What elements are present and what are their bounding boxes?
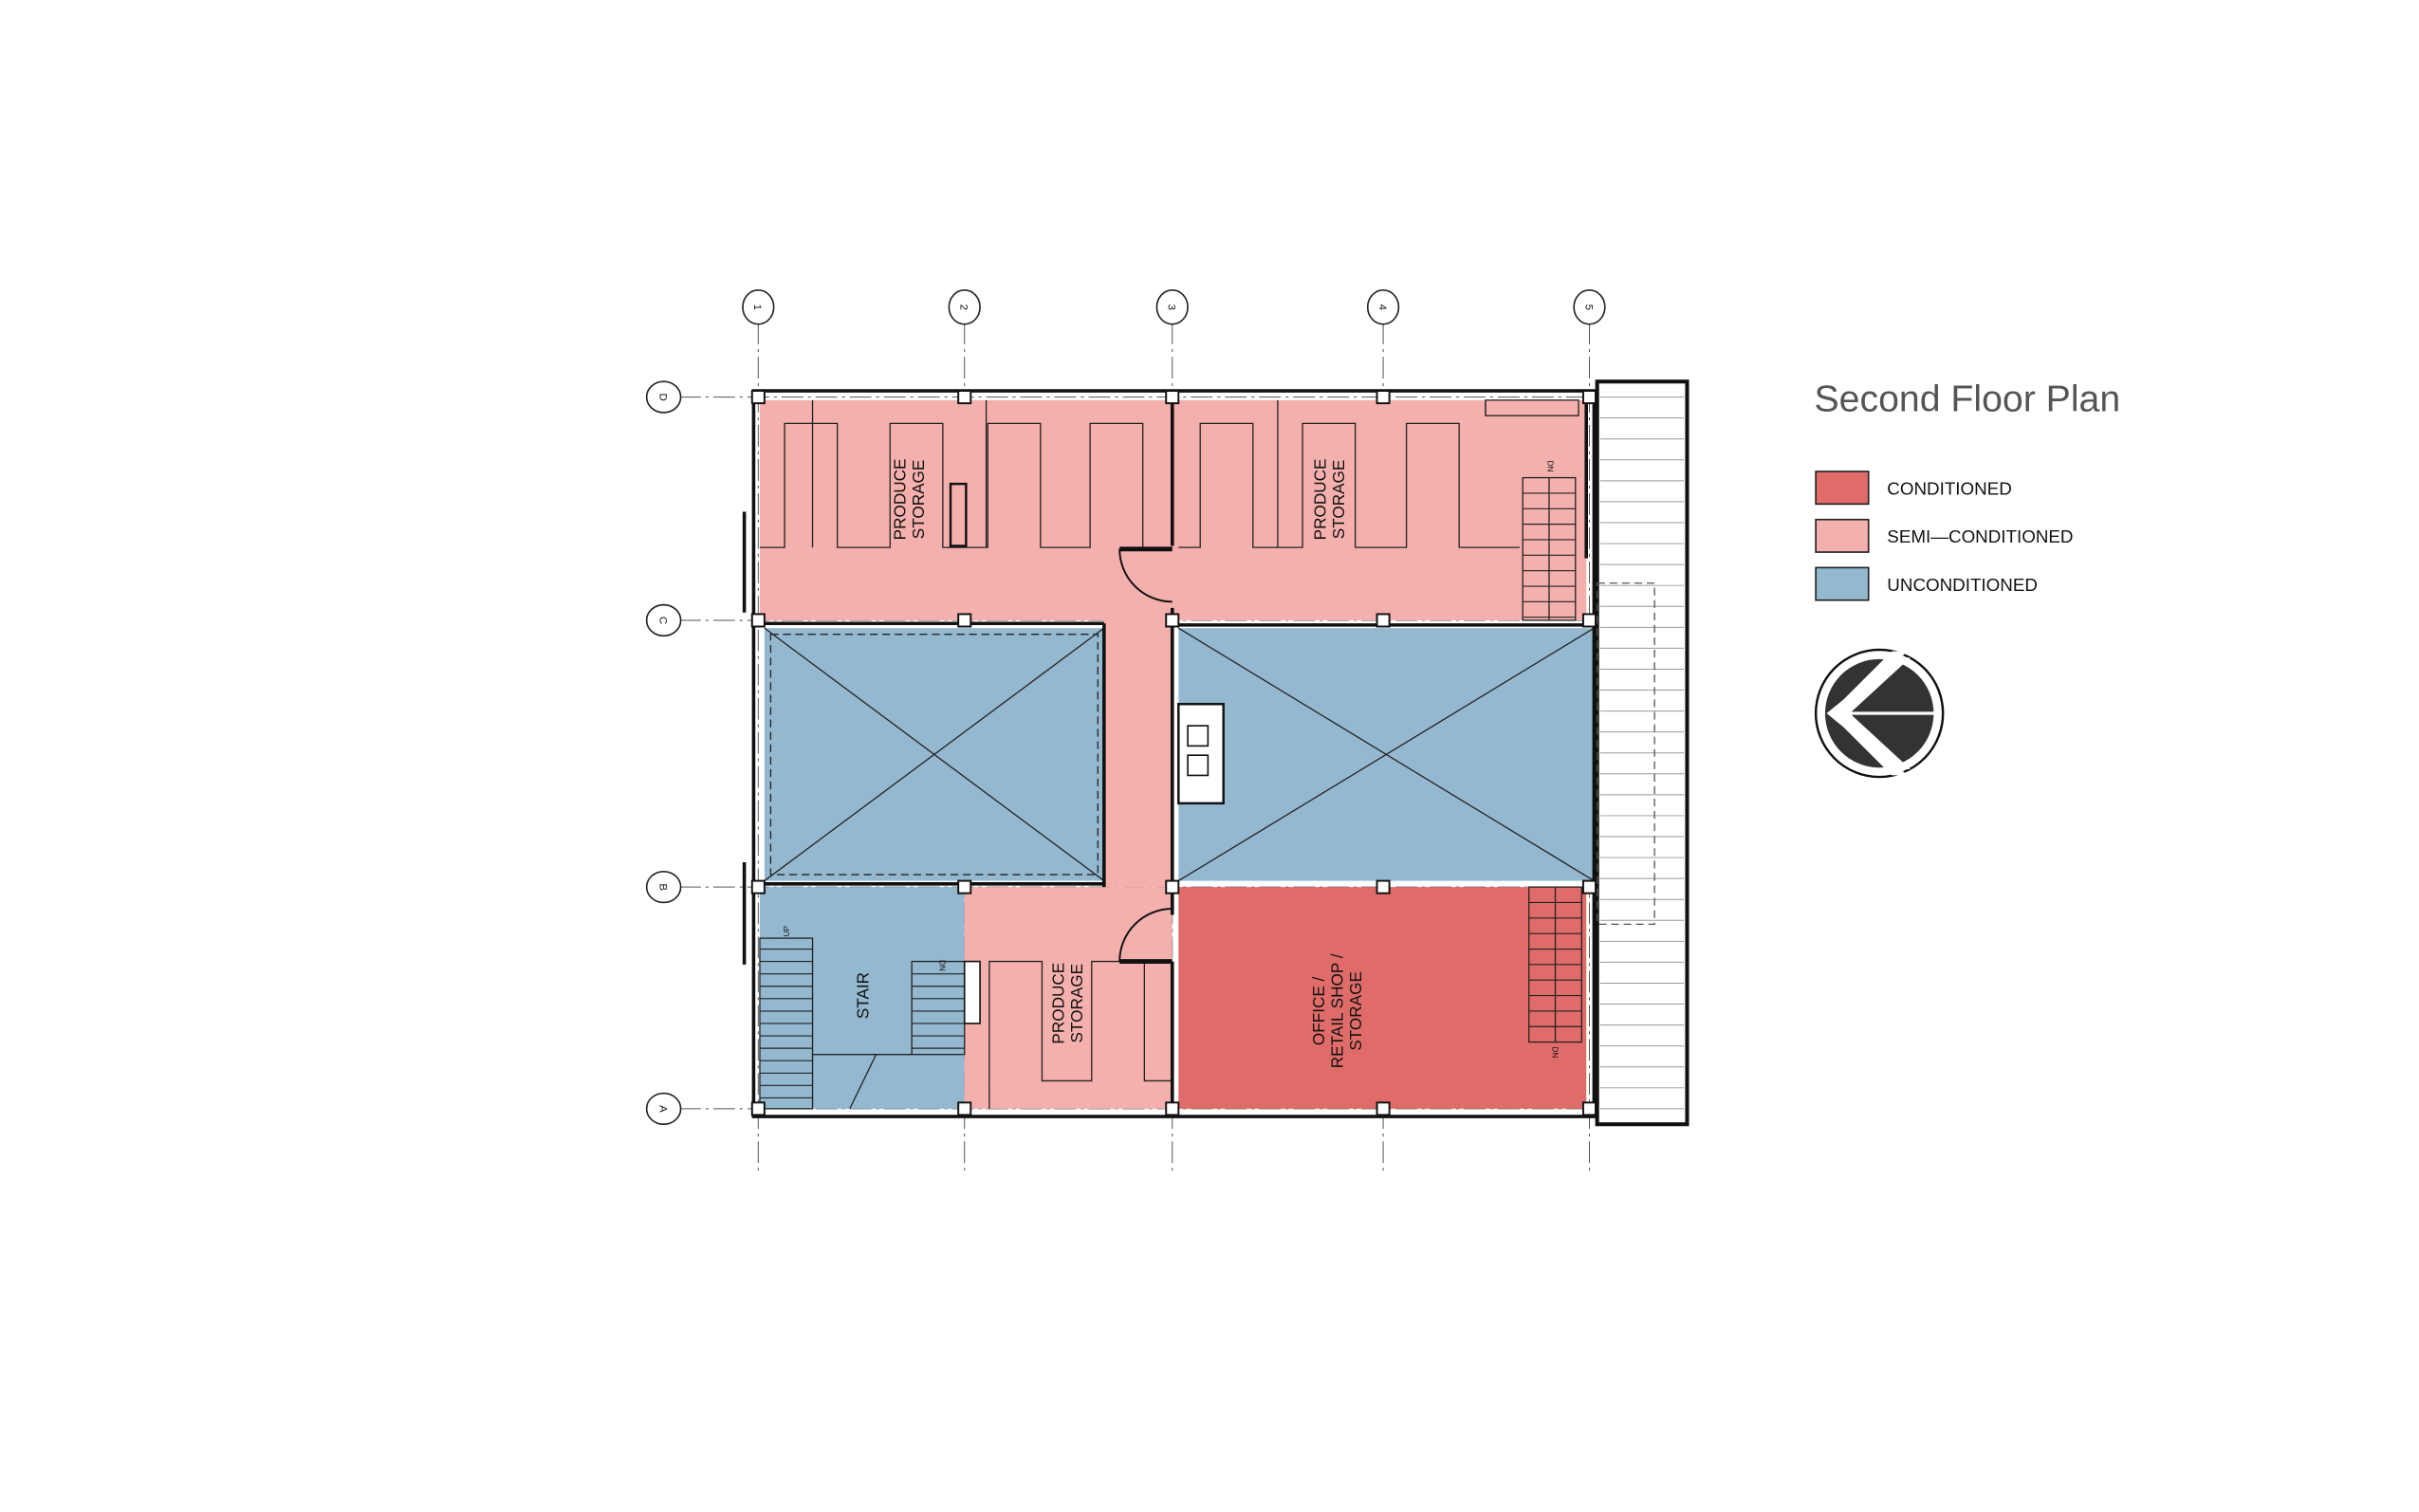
shelving-units: [759, 399, 1579, 1109]
structural-column: [1581, 879, 1597, 894]
svg-text:3: 3: [1166, 304, 1177, 310]
legend-swatch-conditioned: [1815, 470, 1870, 506]
structural-column: [750, 390, 766, 405]
stair-north-east: [1522, 476, 1577, 621]
structural-column: [1376, 390, 1391, 405]
balcony-overhang: [1597, 582, 1655, 926]
wall-stub: [963, 960, 981, 1024]
svg-text:D: D: [657, 393, 669, 400]
structural-column: [1165, 879, 1180, 894]
grid-bubble-row-c: C: [645, 603, 682, 637]
structural-column: [957, 879, 972, 894]
stair-south-east: [1528, 886, 1582, 1043]
svg-text:1: 1: [751, 304, 763, 310]
structural-column: [1376, 879, 1391, 894]
svg-text:2: 2: [958, 304, 969, 310]
zone-produce-storage-south: [964, 887, 1173, 1109]
svg-text:A: A: [657, 1105, 669, 1113]
structural-column: [1165, 1101, 1180, 1116]
structural-column: [750, 1101, 766, 1116]
structural-column: [1376, 1101, 1391, 1116]
legend-swatch-unconditioned: [1815, 566, 1870, 601]
svg-text:5: 5: [1582, 304, 1594, 310]
structural-column: [1581, 613, 1597, 628]
room-label-produce-storage-north-west: PRODUCESTORAGE: [891, 459, 929, 541]
chimney-chase: [1177, 703, 1225, 805]
grid-bubble-row-b: B: [645, 870, 682, 904]
void-x-marks: [764, 627, 1595, 882]
door-north[interactable]: [1118, 546, 1173, 603]
legend: CONDITIONED SEMI—CONDITIONED UNCONDITION…: [1815, 470, 2073, 601]
structural-column: [1165, 390, 1180, 405]
svg-text:4: 4: [1376, 304, 1388, 311]
stair-up-mark: UP: [783, 926, 791, 937]
svg-text:B: B: [657, 883, 669, 891]
column-chase: [949, 482, 968, 547]
zone-corridor: [1103, 619, 1173, 888]
legend-label-semi-conditioned: SEMI—CONDITIONED: [1887, 526, 2073, 546]
stair-dn-mark-main: DN: [938, 960, 947, 971]
structural-column: [1581, 1101, 1597, 1116]
legend-label-conditioned: CONDITIONED: [1887, 479, 2011, 499]
room-label-stair: STAIR: [853, 972, 872, 1019]
north-arrow-icon: [1814, 648, 1945, 779]
stair-dn-mark-south: DN: [1550, 1046, 1559, 1058]
grid-bubble-col-1: 1: [742, 288, 775, 325]
grid-bubble-col-2: 2: [948, 288, 981, 325]
zone-office: [1178, 887, 1587, 1109]
grid-bubble-row-d: D: [645, 380, 682, 414]
balcony-decking: [1599, 396, 1685, 1110]
flue-2: [1187, 754, 1210, 777]
grid-bubble-col-5: 5: [1573, 288, 1606, 325]
structural-column: [750, 879, 766, 894]
svg-text:C: C: [657, 617, 669, 624]
legend-label-unconditioned: UNCONDITIONED: [1887, 575, 2038, 595]
drawing-title: Second Floor Plan: [1814, 378, 2120, 419]
structural-columns: [750, 390, 1597, 1116]
legend-swatch-semi-conditioned: [1815, 518, 1870, 553]
structural-column: [1376, 613, 1391, 628]
grid-bubble-col-4: 4: [1366, 288, 1400, 325]
room-label-produce-storage-south: PRODUCESTORAGE: [1048, 963, 1086, 1044]
room-label-office: OFFICE /RETAIL SHOP /STORAGE: [1309, 953, 1365, 1068]
room-label-produce-storage-north-east: PRODUCESTORAGE: [1311, 459, 1349, 541]
structural-column: [750, 613, 766, 628]
door-south[interactable]: [1118, 908, 1173, 965]
grid-bubble-row-a: A: [645, 1092, 682, 1126]
structural-column: [957, 1101, 972, 1116]
zone-stair: [759, 887, 965, 1109]
flue-1: [1187, 725, 1210, 747]
structural-column: [1581, 390, 1597, 405]
structural-column: [957, 390, 972, 405]
structural-column: [1165, 613, 1180, 628]
stair-dn-mark-north: DN: [1545, 461, 1554, 472]
structural-column: [957, 613, 972, 628]
grid-bubble-col-3: 3: [1155, 288, 1189, 325]
